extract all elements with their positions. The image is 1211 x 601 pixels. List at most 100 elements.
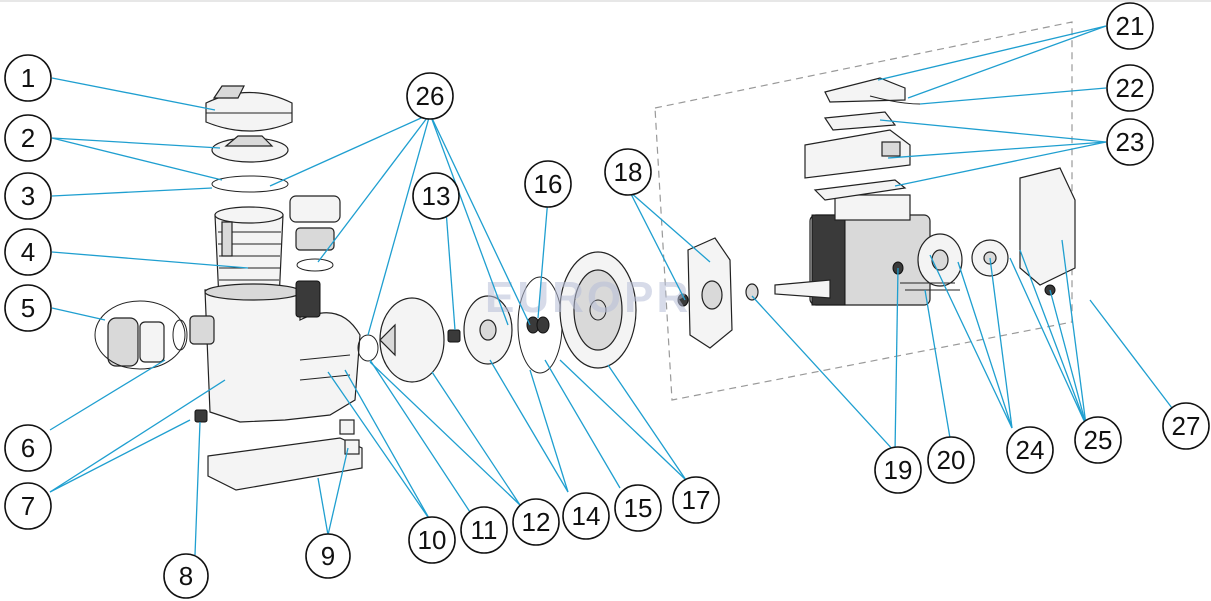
- leader-15: [544, 359, 621, 489]
- svg-text:26: 26: [416, 81, 445, 111]
- part-seal-plate: [559, 251, 637, 369]
- callout-2: 2: [4, 114, 52, 162]
- leader-2b: [51, 137, 223, 181]
- callout-13: 13: [412, 172, 460, 220]
- svg-text:18: 18: [614, 157, 643, 187]
- callout-20: 20: [927, 436, 975, 484]
- callout-3: 3: [4, 172, 52, 220]
- callout-1: 1: [4, 54, 52, 102]
- part-flange-bearing: [745, 283, 759, 301]
- leader-3: [51, 187, 213, 197]
- leader-2a: [51, 137, 221, 149]
- leader-17a: [559, 359, 687, 481]
- svg-text:8: 8: [179, 561, 193, 591]
- part-motor-flange: [677, 237, 733, 349]
- callout-22: 22: [1106, 64, 1154, 112]
- leader-14a: [489, 359, 569, 493]
- svg-text:14: 14: [572, 501, 601, 531]
- leader-26c: [367, 113, 431, 336]
- watermark-text: EUROPR: [485, 273, 691, 322]
- svg-text:12: 12: [522, 507, 551, 537]
- callout-19: 19: [874, 446, 922, 494]
- leader-22: [919, 87, 1107, 105]
- leader-12b: [431, 371, 521, 506]
- leader-26a: [269, 113, 431, 187]
- callout-12: 12: [512, 498, 560, 546]
- leader-26e: [429, 113, 531, 326]
- leader-9a: [317, 477, 329, 536]
- leader-12a: [369, 361, 521, 506]
- leader-25d: [1061, 239, 1087, 426]
- svg-text:21: 21: [1116, 11, 1145, 41]
- callout-8: 8: [163, 553, 209, 599]
- leader-14b: [529, 369, 569, 493]
- leader-19a: [751, 295, 896, 453]
- part-base-bracket: [207, 419, 363, 491]
- leader-10b: [344, 369, 431, 521]
- svg-text:11: 11: [471, 515, 498, 545]
- part-controller-gasket: [823, 111, 897, 131]
- leader-7b: [49, 379, 226, 493]
- leader-lines: [49, 25, 1173, 556]
- part-union-side: [107, 317, 188, 367]
- part-controller-cover: [824, 77, 906, 103]
- svg-text:24: 24: [1016, 435, 1045, 465]
- part-union-top: [289, 195, 341, 272]
- svg-text:23: 23: [1116, 127, 1145, 157]
- part-lid-oring: [211, 175, 289, 193]
- callout-16: 16: [524, 160, 572, 208]
- part-lid-insert: [211, 135, 289, 163]
- part-fan-cover: [1019, 167, 1076, 296]
- leader-18a: [629, 191, 686, 301]
- part-impeller: [463, 295, 513, 365]
- callout-27: 27: [1162, 402, 1210, 450]
- leader-5: [51, 307, 106, 321]
- part-drain-plug: [194, 409, 208, 423]
- leader-21b: [907, 25, 1107, 99]
- leader-24c: [989, 257, 1013, 429]
- svg-text:17: 17: [682, 485, 711, 515]
- callout-18: 18: [604, 148, 652, 196]
- leader-18b: [629, 191, 711, 263]
- svg-text:15: 15: [624, 493, 653, 523]
- leader-25c: [1049, 289, 1087, 426]
- callout-10: 10: [408, 516, 456, 564]
- part-lid: [205, 85, 293, 132]
- leader-11: [369, 359, 471, 513]
- part-rear-bearing-bracket: [892, 233, 963, 291]
- leader-20: [924, 289, 951, 439]
- svg-text:22: 22: [1116, 73, 1145, 103]
- callout-14: 14: [562, 492, 610, 540]
- callout-23: 23: [1106, 118, 1154, 166]
- part-strainer-basket: [214, 206, 284, 301]
- callout-6: 6: [4, 424, 52, 472]
- svg-text:1: 1: [21, 63, 35, 93]
- svg-text:10: 10: [418, 525, 447, 555]
- callout-7: 7: [4, 482, 52, 530]
- part-impeller-screw: [447, 329, 461, 343]
- callout-badges: 1 2 3 4 5 6 7 8 9 10 11 12 13 14 15 16 1…: [4, 2, 1210, 599]
- callout-4: 4: [4, 228, 52, 276]
- svg-text:2: 2: [21, 123, 35, 153]
- leader-24a: [929, 254, 1013, 429]
- callout-21: 21: [1106, 2, 1154, 50]
- part-diffuser-oring: [357, 334, 379, 362]
- leader-4: [51, 251, 249, 269]
- leader-7a: [49, 419, 191, 493]
- leader-23b: [887, 141, 1107, 159]
- svg-text:13: 13: [422, 181, 451, 211]
- callout-25: 25: [1074, 416, 1122, 464]
- callout-11: 11: [460, 506, 508, 554]
- part-controller-box: [804, 129, 911, 179]
- svg-text:6: 6: [21, 433, 35, 463]
- svg-text:7: 7: [21, 491, 35, 521]
- leader-16: [537, 197, 549, 319]
- svg-text:19: 19: [884, 455, 913, 485]
- callout-24: 24: [1006, 426, 1054, 474]
- leader-25a: [1009, 257, 1087, 426]
- leader-8: [194, 421, 201, 556]
- callout-5: 5: [4, 284, 52, 332]
- leader-13: [445, 209, 456, 331]
- leader-21a: [877, 25, 1107, 81]
